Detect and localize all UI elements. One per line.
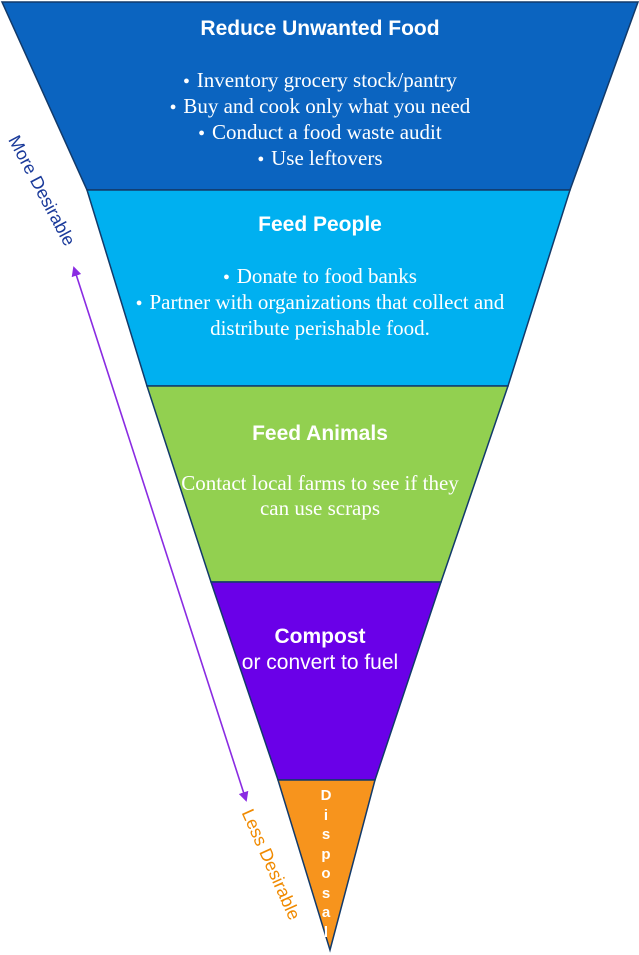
tier-feed-animals-text: Contact local farms to see if they can u… (181, 471, 459, 520)
tier-feed-people: Feed People Donate to food banks Partner… (120, 212, 520, 341)
tier-feed-people-title: Feed People (258, 213, 382, 236)
disposal-letter: a (321, 904, 331, 921)
tier-disposal-band (276, 779, 376, 953)
disposal-letter: l (323, 923, 329, 941)
tier-compost-band (209, 581, 443, 781)
tier-reduce-list: Inventory grocery stock/pantry Buy and c… (70, 68, 570, 172)
tier-reduce-title: Reduce Unwanted Food (200, 17, 440, 40)
disposal-letter: D (320, 787, 332, 804)
list-item: Conduct a food waste audit (70, 120, 570, 146)
disposal-letter: o (321, 865, 331, 882)
list-item: Buy and cook only what you need (70, 94, 570, 120)
disposal-letter: i (323, 806, 329, 824)
tier-compost-text: or convert to fuel (241, 651, 399, 674)
tier-compost-title: Compost (274, 625, 366, 648)
disposal-letter: s (321, 826, 331, 843)
tier-feed-people-list: Donate to food banks Partner with organi… (120, 264, 520, 341)
disposal-letter: p (321, 845, 331, 863)
tier-compost: Compost or convert to fuel (220, 624, 420, 676)
list-item: Use leftovers (70, 146, 570, 172)
desirability-arrow (71, 266, 249, 802)
list-item: Inventory grocery stock/pantry (70, 68, 570, 94)
list-item: Partner with organizations that collect … (120, 290, 520, 341)
tier-reduce: Reduce Unwanted Food Inventory grocery s… (70, 16, 570, 172)
list-item: Donate to food banks (120, 264, 520, 290)
disposal-letter: s (321, 884, 331, 902)
tier-feed-animals: Feed Animals Contact local farms to see … (170, 421, 470, 521)
tier-feed-animals-title: Feed Animals (252, 422, 388, 445)
